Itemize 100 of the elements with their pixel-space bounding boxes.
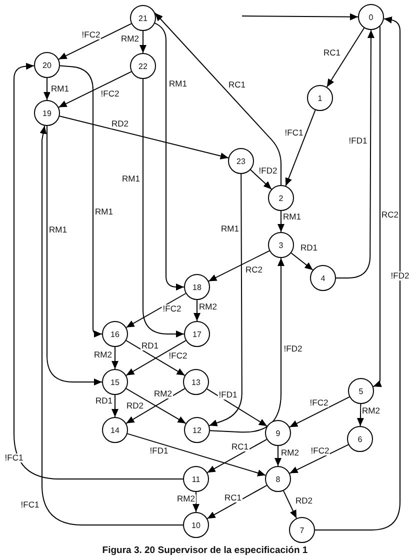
transition-arrow (326, 28, 365, 88)
transition-arrow (372, 26, 382, 387)
state-circle (34, 52, 60, 78)
state-circle (184, 417, 210, 443)
transition-arrow (60, 65, 102, 338)
state-circle (265, 420, 291, 446)
state-number: 21 (138, 14, 148, 22)
edge-label: RC1 (322, 48, 342, 58)
state-number: 5 (358, 386, 364, 396)
state-number: 20 (42, 60, 52, 70)
state-circle (183, 466, 209, 492)
transition-arrow (58, 71, 132, 108)
transition-arrow (290, 252, 314, 270)
transition-arrow (126, 293, 186, 328)
edge-label: RD2 (126, 402, 144, 410)
transition-arrow (289, 396, 350, 428)
transition-arrow (194, 300, 200, 322)
transition-arrow (314, 16, 400, 530)
state-circle (289, 517, 315, 543)
state-circle (358, 4, 384, 30)
edge-label: RD2 (110, 120, 130, 128)
transition-arrow (14, 62, 184, 480)
transition-arrow (208, 250, 270, 282)
edge-label: !FD1 (218, 390, 238, 400)
figure-caption: Figura 3. 20 Supervisor de la especificación 1 (102, 545, 308, 556)
state-number: 2 (278, 194, 284, 202)
state-circle (307, 85, 333, 111)
state-number: 11 (192, 474, 200, 484)
transition-arrow (40, 125, 184, 526)
state-circle (130, 5, 156, 31)
edge-label: RM1 (282, 212, 302, 222)
state-number: 10 (192, 520, 200, 530)
transition-arrow (356, 404, 364, 426)
edge-label: RD1 (140, 342, 160, 350)
state-circle (268, 185, 294, 211)
transition-arrow (289, 444, 349, 474)
transition-arrow (285, 110, 316, 186)
transition-arrow (274, 446, 282, 466)
state-circle (102, 369, 128, 395)
transition-arrow (46, 126, 102, 386)
edge-label: !FC1 (4, 454, 24, 462)
state-circle (228, 148, 254, 174)
state-number: 18 (192, 282, 202, 292)
state-number: 16 (110, 330, 120, 338)
edge-label: RM2 (361, 406, 381, 416)
transition-arrow (140, 30, 146, 54)
transition-arrow (210, 258, 284, 433)
edge-label: RM1 (48, 226, 68, 234)
edge-label: RM2 (176, 494, 196, 504)
state-circle (310, 265, 336, 291)
state-circle (102, 417, 128, 443)
initial-state-arrow (242, 13, 358, 20)
state-circle (268, 232, 294, 258)
transition-arrow (206, 484, 268, 520)
edge-label: RM2 (198, 302, 218, 312)
transition-arrow (112, 394, 118, 418)
edge-label: RM2 (120, 34, 140, 44)
transition-arrow (336, 30, 374, 278)
edge-label: RM1 (220, 224, 240, 234)
transition-arrow (142, 78, 184, 338)
edge-label: !FC2 (308, 398, 330, 408)
state-number: 22 (138, 62, 148, 70)
state-number: 23 (236, 156, 246, 166)
edge-label: !FD2 (258, 166, 278, 176)
state-number: 6 (358, 434, 362, 444)
edge-label: RM1 (168, 80, 188, 88)
edge-label: !FC2 (100, 90, 120, 98)
edge-label: !FD2 (390, 272, 410, 280)
edge-label: RC2 (380, 210, 400, 220)
state-number: 4 (320, 274, 326, 282)
state-number: 14 (110, 426, 120, 434)
edge-label: !FD1 (148, 446, 170, 456)
transition-arrow (278, 210, 284, 232)
edge-label: RM1 (94, 208, 114, 216)
state-number: 19 (42, 108, 52, 118)
transition-arrow (283, 490, 297, 519)
state-number: 7 (300, 526, 304, 534)
state-circle (130, 53, 156, 79)
state-circle (184, 321, 210, 347)
state-number: 15 (110, 378, 120, 386)
edge-label: RC2 (244, 266, 264, 274)
transition-arrow (126, 433, 266, 476)
state-number: 0 (368, 12, 374, 22)
transition-arrow (206, 388, 268, 427)
edge-label: !FC2 (168, 352, 188, 360)
state-number: 9 (276, 428, 280, 438)
transition-arrow (59, 116, 229, 160)
edge-label: RD1 (300, 244, 318, 252)
state-number: 1 (318, 94, 322, 102)
transition-arrow (58, 23, 132, 60)
edge-label: !FC2 (162, 304, 182, 314)
state-circle (348, 378, 374, 404)
edge-label: !FC1 (284, 128, 304, 138)
edge-label: RC1 (230, 442, 250, 452)
state-circle (34, 100, 60, 126)
state-circle (183, 369, 209, 395)
transition-arrow (206, 438, 268, 474)
edge-label: !FC2 (310, 446, 330, 456)
edge-label: !FC1 (20, 500, 40, 510)
transition-arrow (44, 78, 50, 100)
